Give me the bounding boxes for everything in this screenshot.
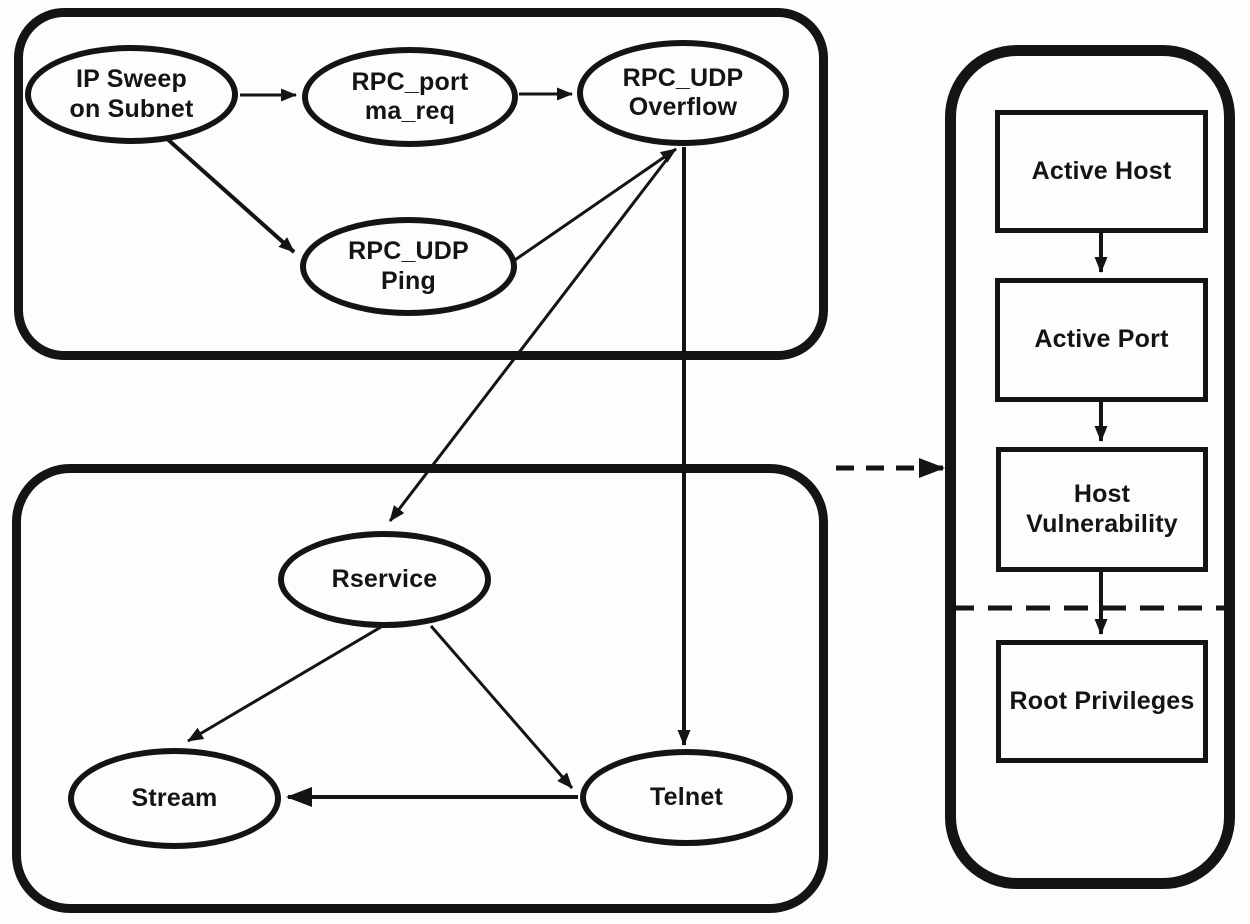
statebox-label: Host Vulnerability <box>1026 480 1178 538</box>
node-rservice: Rservice <box>278 531 491 628</box>
statebox-label: Active Host <box>1031 156 1172 185</box>
node-label: RPC_UDP Overflow <box>622 63 744 122</box>
statebox-label: Root Privileges <box>1009 686 1195 715</box>
node-label: IP Sweep on Subnet <box>69 65 194 123</box>
statebox-active-host: Active Host <box>995 110 1208 233</box>
node-label: RPC_port ma_req <box>351 67 469 126</box>
group-box-phase2 <box>12 464 828 913</box>
node-rpc-udp-ping: RPC_UDP Ping <box>300 217 517 316</box>
node-stream: Stream <box>68 748 281 849</box>
node-telnet: Telnet <box>580 749 793 846</box>
node-rpc-portma-req: RPC_port ma_req <box>302 47 518 147</box>
node-label: Telnet <box>650 782 723 811</box>
node-ip-sweep-on-subnet: IP Sweep on Subnet <box>25 45 238 144</box>
node-label: Stream <box>131 783 218 812</box>
node-label: RPC_UDP Ping <box>348 237 469 295</box>
state-panel-box <box>945 45 1235 889</box>
statebox-active-port: Active Port <box>995 278 1208 402</box>
statebox-host-vulnerability: Host Vulnerability <box>996 447 1208 572</box>
statebox-root-privileges: Root Privileges <box>996 640 1208 763</box>
node-label: Rservice <box>331 564 438 593</box>
node-rpc-udp-overflow: RPC_UDP Overflow <box>577 40 789 146</box>
statebox-label: Active Port <box>1034 325 1169 354</box>
